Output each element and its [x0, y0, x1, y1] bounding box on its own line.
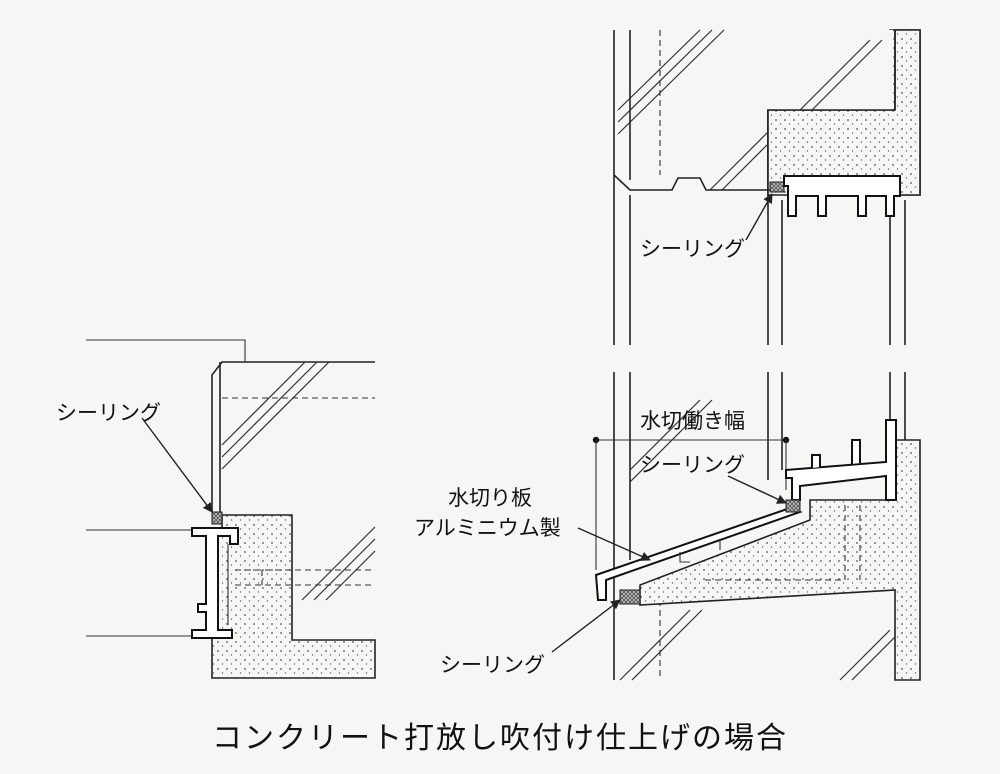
upper-sill-sealing-label: シーリング: [640, 453, 745, 477]
lower-sill-sealing-label: シーリング: [440, 653, 545, 677]
top-right-sealing-label: シーリング: [640, 237, 745, 261]
flashing-board-label: 水切り板: [448, 486, 532, 510]
sill-flashing-detail: 水切働き幅 シーリング 水切り板 アルミニウム製 シーリング: [414, 372, 921, 681]
head-section-detail: シーリング: [613, 29, 921, 345]
flashing-material-label: アルミニウム製: [414, 516, 561, 540]
diagram-caption: コンクリート打放し吹付け仕上げの場合: [212, 721, 788, 756]
left-sill-detail: シーリング: [56, 339, 376, 679]
flashing-width-label: 水切働き幅: [640, 409, 745, 433]
left-sealing-label: シーリング: [56, 401, 161, 425]
